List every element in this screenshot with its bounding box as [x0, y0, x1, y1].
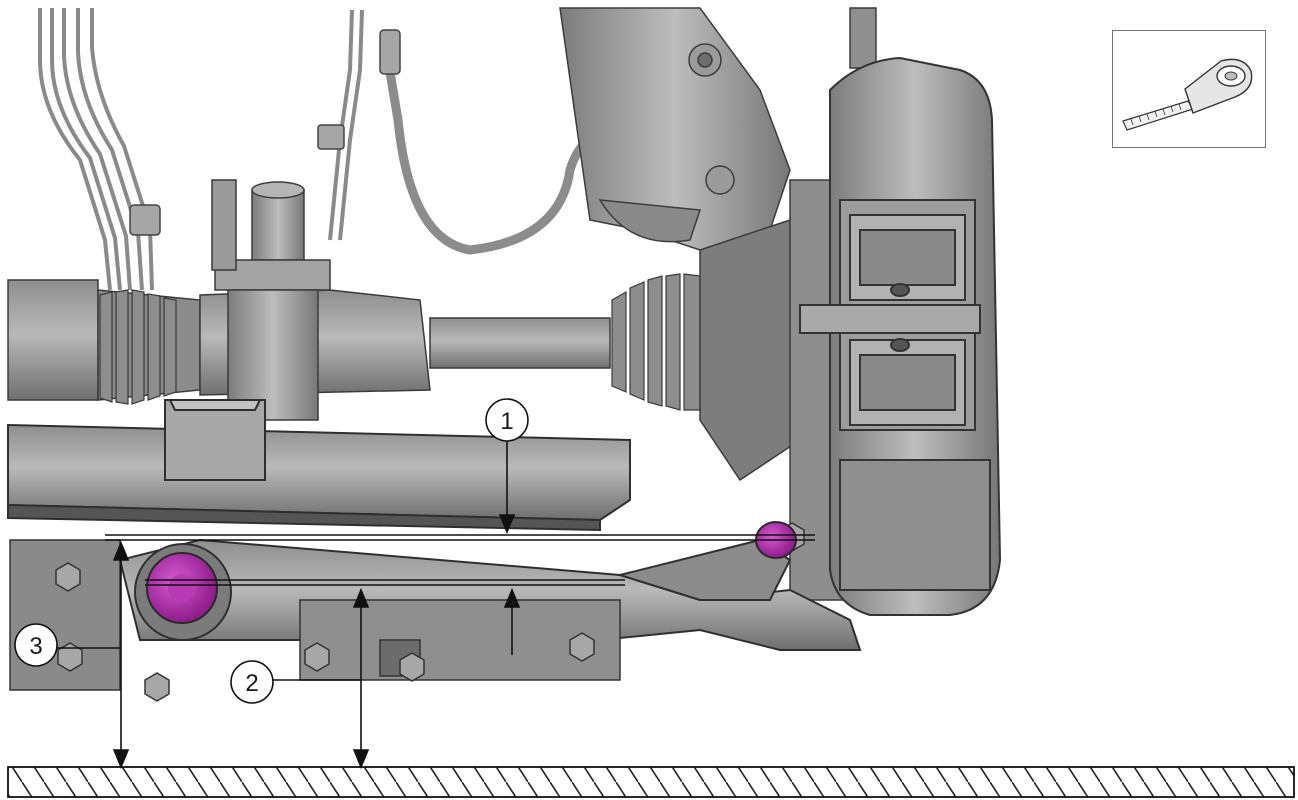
dimension-arrows	[112, 440, 521, 770]
leader-lines	[57, 647, 361, 681]
measurement-lines	[105, 534, 815, 586]
callout-3: 3	[14, 623, 58, 667]
strut-housing	[559, 7, 877, 261]
svg-text:3: 3	[29, 633, 42, 660]
brake-lines	[38, 8, 364, 291]
callout-1: 1	[485, 398, 529, 442]
tool-inset-box	[1112, 30, 1266, 148]
boot-bellows	[99, 273, 701, 411]
svg-text:2: 2	[245, 670, 258, 697]
subframe	[7, 399, 631, 532]
cable-clips	[129, 29, 621, 236]
ground-surface	[7, 766, 1295, 798]
strut-tower	[211, 179, 331, 421]
brake-caliper	[799, 56, 1002, 616]
svg-text:1: 1	[500, 408, 513, 435]
bolts	[55, 522, 805, 702]
callout-2: 2	[230, 660, 274, 704]
measuring-tape-icon	[1122, 58, 1253, 131]
